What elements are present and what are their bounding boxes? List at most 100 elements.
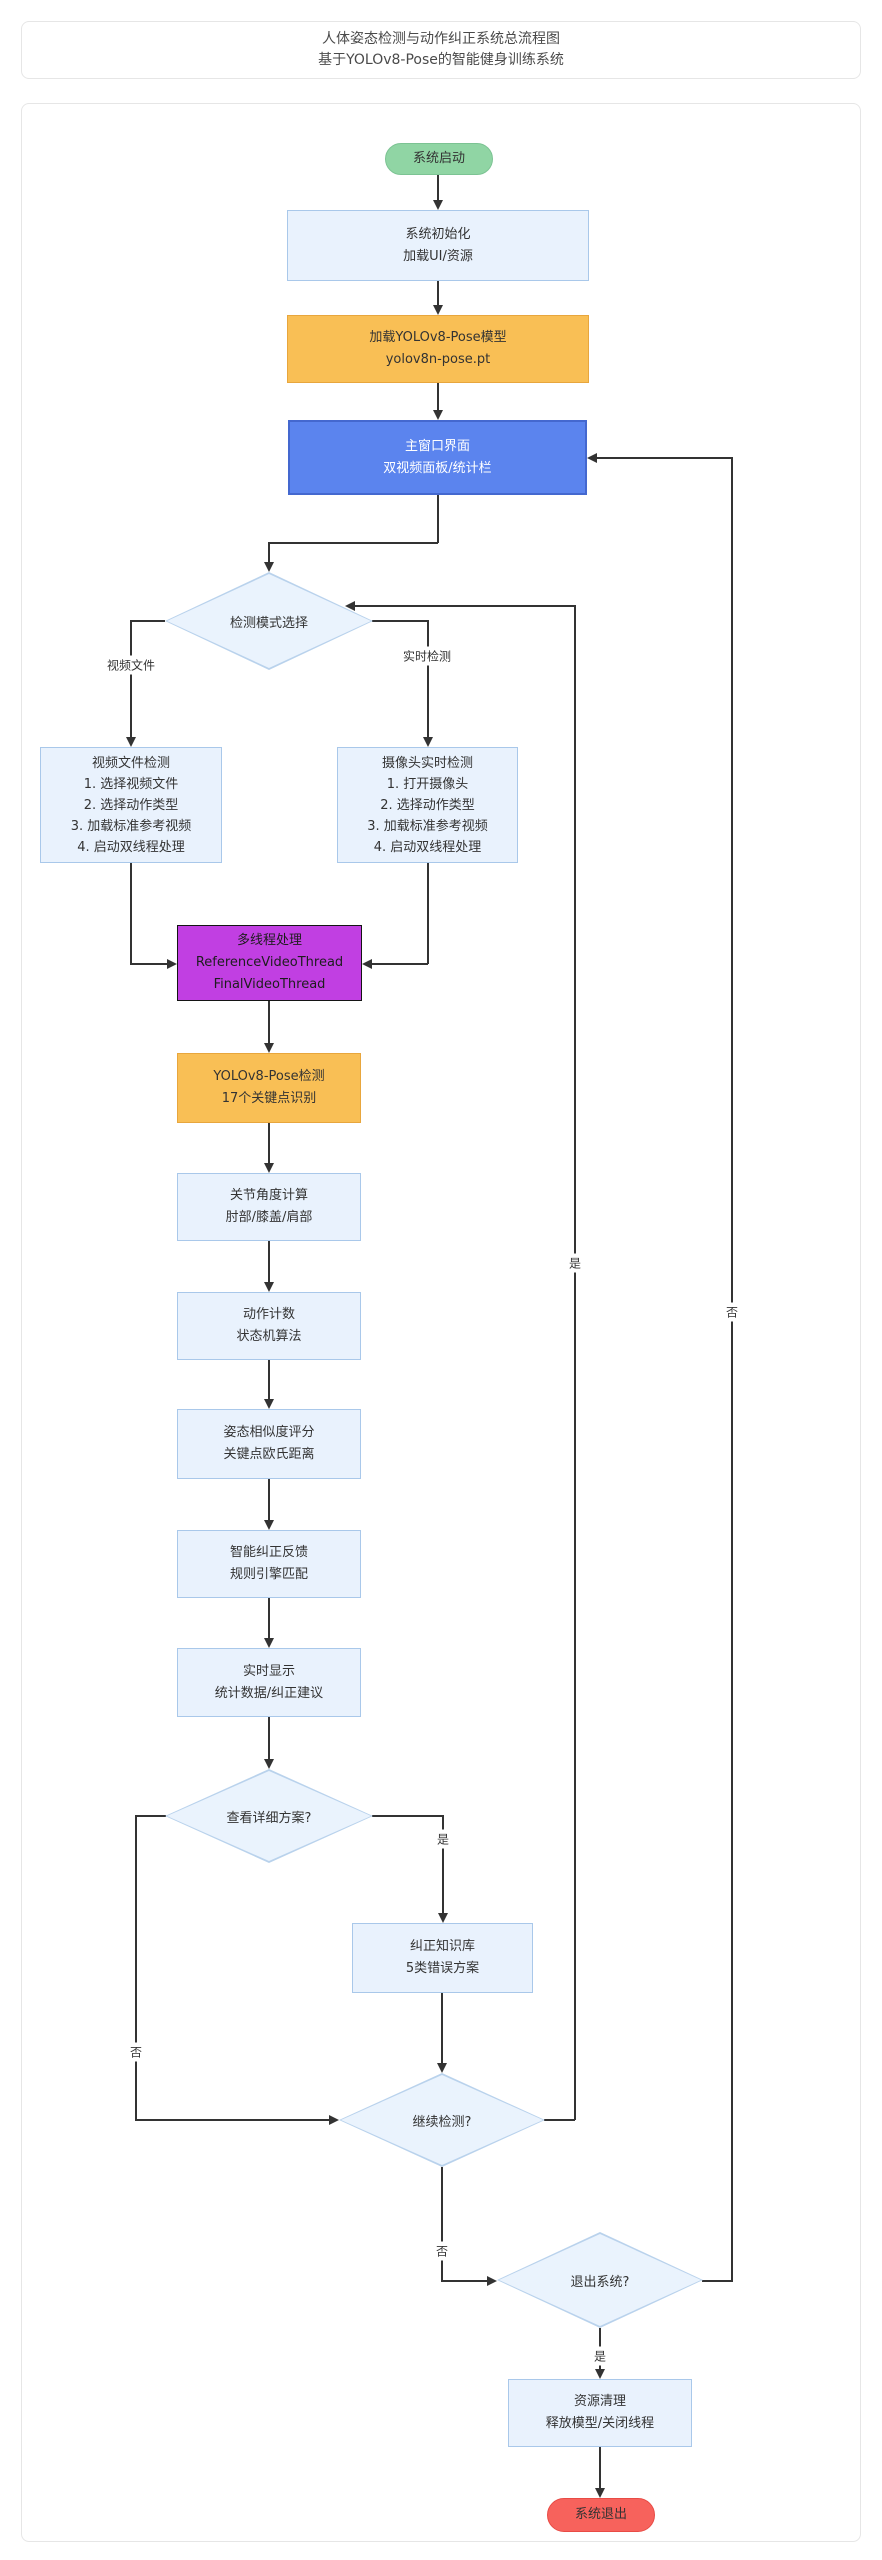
edge-line <box>441 2280 487 2282</box>
arrowhead <box>437 2063 447 2073</box>
edge-line <box>441 1993 443 2063</box>
node-view-detail: 查看详细方案? <box>165 1769 373 1863</box>
node-line: yolov8n-pose.pt <box>385 352 491 367</box>
node-line: 智能纠正反馈 <box>229 1545 308 1560</box>
node-multithread: 多线程处理 ReferenceVideoThread FinalVideoThr… <box>177 925 362 1001</box>
arrowhead <box>595 2488 605 2498</box>
edge-line <box>268 1360 270 1400</box>
title-card: 人体姿态检测与动作纠正系统总流程图 基于YOLOv8-Pose的智能健身训练系统 <box>21 21 861 79</box>
arrowhead <box>264 1399 274 1409</box>
node-camera-detect: 摄像头实时检测 1. 打开摄像头 2. 选择动作类型 3. 加载标准参考视频 4… <box>337 747 518 863</box>
node-line: FinalVideoThread <box>213 977 326 992</box>
edge-line <box>442 1815 444 1913</box>
arrowhead <box>433 305 443 315</box>
node-line: 3. 加载标准参考视频 <box>70 818 192 834</box>
node-line: 2. 选择动作类型 <box>380 797 475 813</box>
edge-line <box>427 863 429 964</box>
node-label: 继续检测? <box>412 2114 472 2130</box>
node-line: 3. 加载标准参考视频 <box>367 818 488 834</box>
node-line: 1. 打开摄像头 <box>386 776 469 792</box>
arrowhead <box>345 601 355 611</box>
node-line: 纠正知识库 <box>409 1939 475 1954</box>
node-system-exit: 系统退出 <box>547 2498 655 2532</box>
node-line: 统计数据/纠正建议 <box>214 1685 324 1701</box>
node-line: 加载YOLOv8-Pose模型 <box>369 330 507 345</box>
node-line: YOLOv8-Pose检测 <box>213 1069 325 1084</box>
node-line: 动作计数 <box>242 1307 295 1322</box>
node-action-count: 动作计数 状态机算法 <box>177 1292 361 1360</box>
node-joint-angle: 关节角度计算 肘部/膝盖/肩部 <box>177 1173 361 1241</box>
arrowhead <box>329 2115 339 2125</box>
node-line: 摄像头实时检测 <box>381 755 473 771</box>
edge-line <box>268 1479 270 1521</box>
arrowhead <box>264 562 274 572</box>
arrowhead <box>433 200 443 210</box>
edge-line <box>268 1001 270 1044</box>
edge-line <box>437 281 439 306</box>
node-line: 肘部/膝盖/肩部 <box>225 1210 313 1225</box>
arrowhead <box>167 959 177 969</box>
node-line: 4. 启动双线程处理 <box>77 839 185 855</box>
node-line: 双视频面板/统计栏 <box>383 460 492 476</box>
edge-line <box>135 1815 166 1817</box>
edge-line <box>372 620 428 622</box>
node-line: 4. 启动双线程处理 <box>373 839 482 855</box>
edge-line <box>437 495 439 543</box>
edge-label-exit-no: 否 <box>722 1302 742 1322</box>
node-line: 姿态相似度评分 <box>223 1425 315 1440</box>
edge-line <box>354 605 575 607</box>
arrowhead <box>433 410 443 420</box>
edge-line <box>268 542 438 544</box>
arrowhead <box>264 1520 274 1530</box>
arrowhead <box>264 1759 274 1769</box>
edge-line <box>574 605 576 2120</box>
arrowhead <box>487 2276 497 2286</box>
edge-line <box>130 620 132 737</box>
arrowhead <box>264 1282 274 1292</box>
arrowhead <box>264 1043 274 1053</box>
node-line: 释放模型/关闭线程 <box>545 2416 655 2431</box>
edge-line <box>437 383 439 411</box>
edge-line <box>441 2167 443 2281</box>
node-label: 退出系统? <box>570 2274 630 2290</box>
node-line: 实时显示 <box>242 1663 295 1679</box>
edge-line <box>131 620 165 622</box>
node-line: 主窗口界面 <box>404 438 470 454</box>
edge-line <box>437 175 439 201</box>
node-exit-system: 退出系统? <box>497 2232 703 2328</box>
edge-line <box>371 963 428 965</box>
node-line: 资源清理 <box>573 2394 626 2409</box>
arrowhead <box>362 959 372 969</box>
node-line: 关键点欧氏距离 <box>223 1447 315 1462</box>
arrowhead <box>595 2369 605 2379</box>
node-cleanup: 资源清理 释放模型/关闭线程 <box>508 2379 692 2447</box>
node-line: 多线程处理 <box>236 933 302 948</box>
node-label: 检测模式选择 <box>229 615 308 631</box>
edge-label-exit-yes: 是 <box>590 2346 610 2366</box>
node-label: 查看详细方案? <box>226 1810 312 1826</box>
arrowhead <box>126 737 136 747</box>
arrowhead <box>264 1163 274 1173</box>
arrowhead <box>438 1913 448 1923</box>
page-subtitle: 基于YOLOv8-Pose的智能健身训练系统 <box>318 52 564 68</box>
node-smart-feedback: 智能纠正反馈 规则引擎匹配 <box>177 1530 361 1598</box>
edge-label-detail-no: 否 <box>126 2042 146 2062</box>
node-main-window: 主窗口界面 双视频面板/统计栏 <box>288 420 587 495</box>
edge-line <box>427 620 429 737</box>
edge-line <box>599 2447 601 2488</box>
edge-line <box>268 1717 270 1760</box>
edge-label-realtime: 实时检测 <box>399 646 455 666</box>
page-title: 人体姿态检测与动作纠正系统总流程图 <box>322 31 560 47</box>
node-yolo-detect: YOLOv8-Pose检测 17个关键点识别 <box>177 1053 361 1123</box>
node-line: 5类错误方案 <box>405 1961 480 1976</box>
edge-line <box>372 1815 443 1817</box>
edge-line <box>130 863 132 964</box>
edge-label-continue-no: 否 <box>432 2241 452 2261</box>
node-line: 系统初始化 <box>405 226 471 242</box>
edge-line <box>268 1241 270 1283</box>
node-line: 状态机算法 <box>236 1329 302 1344</box>
edge-line <box>702 2280 733 2282</box>
node-label: 系统退出 <box>574 2507 627 2522</box>
edge-line <box>268 1123 270 1164</box>
